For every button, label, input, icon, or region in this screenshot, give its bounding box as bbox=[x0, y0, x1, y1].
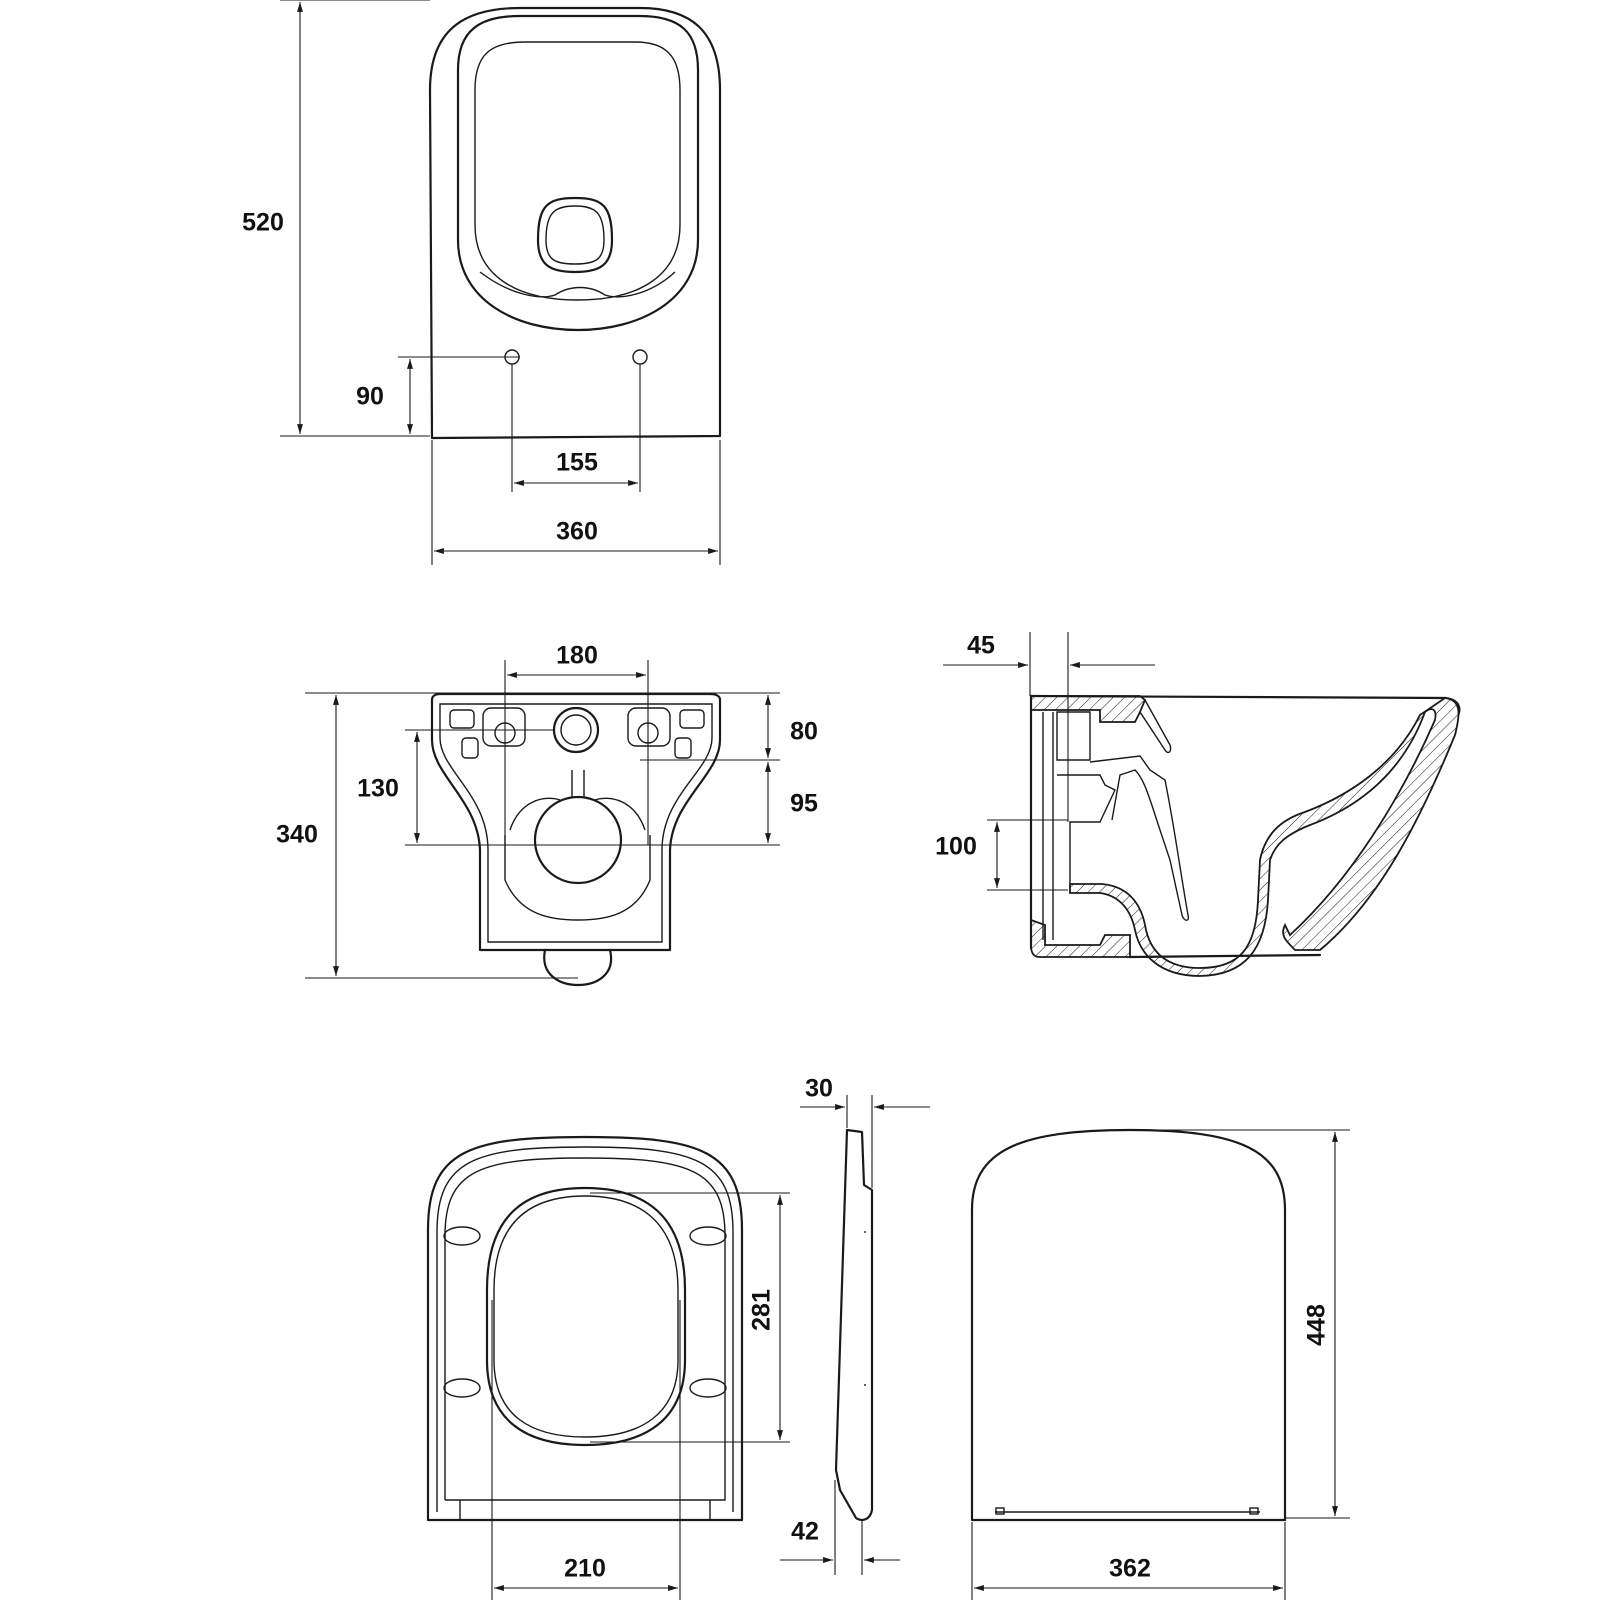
seat-edge-line bbox=[436, 1146, 734, 1512]
lid-outline bbox=[970, 1128, 1287, 1522]
base-line bbox=[1128, 953, 1322, 959]
rear-recess bbox=[449, 709, 475, 729]
bumper-icon bbox=[443, 1226, 481, 1246]
seat-side-view: 30 42 bbox=[780, 1075, 930, 1575]
rim-edge-line bbox=[479, 271, 676, 298]
hinge-lines bbox=[459, 1500, 711, 1520]
seat-opening bbox=[485, 1186, 687, 1447]
inlet-channel bbox=[1057, 774, 1116, 884]
dim-top-width: 360 bbox=[556, 518, 598, 546]
rim-deflector bbox=[1139, 699, 1172, 754]
outlet-circle bbox=[533, 795, 623, 885]
dim-top-hole-height: 90 bbox=[356, 383, 384, 411]
seat-opening-inner bbox=[493, 1195, 679, 1438]
dim-rear-bolt-to-outlet: 95 bbox=[790, 790, 818, 818]
seat-profile bbox=[834, 1128, 874, 1521]
dim-side-wall-offset: 45 bbox=[967, 632, 995, 660]
outlet-spigot bbox=[543, 948, 613, 987]
inlet-block bbox=[1056, 711, 1091, 761]
dim-side-outlet-diameter: 100 bbox=[935, 833, 977, 861]
seat-inner-edge bbox=[444, 1157, 726, 1501]
top-wall-section bbox=[1030, 695, 1147, 723]
seat-top-view: 281 210 bbox=[426, 1135, 790, 1600]
side-section: 45 100 bbox=[935, 632, 1461, 977]
bumper-icon bbox=[689, 1378, 727, 1398]
dim-rear-inlet-to-outlet: 130 bbox=[357, 775, 399, 803]
flush-channel bbox=[1089, 755, 1190, 921]
bowl-inner bbox=[474, 41, 681, 301]
rear-recess bbox=[679, 709, 705, 729]
dim-top-hole-spacing: 155 bbox=[556, 449, 598, 477]
rear-view: 180 80 95 130 340 bbox=[276, 642, 818, 987]
water-inlet-inner bbox=[560, 714, 592, 746]
dim-seat-thickness-top: 30 bbox=[805, 1075, 833, 1103]
bowl-outline bbox=[428, 6, 722, 440]
bumper-icon bbox=[689, 1226, 727, 1246]
seat-outline bbox=[426, 1135, 744, 1522]
lid-hinge bbox=[995, 1507, 1005, 1515]
rear-recess bbox=[461, 737, 479, 759]
rear-recess bbox=[674, 737, 692, 759]
bumper-icon bbox=[443, 1378, 481, 1398]
rim-inner bbox=[456, 14, 700, 332]
bowl-wall-section bbox=[1069, 697, 1460, 977]
mounting-hole-right bbox=[632, 349, 648, 365]
rear-inner-outline bbox=[439, 703, 713, 943]
dim-lid-length: 448 bbox=[1303, 1304, 1331, 1346]
dim-lid-width: 362 bbox=[1109, 1555, 1151, 1583]
bolt-pocket-left bbox=[482, 707, 526, 747]
dim-seat-thickness-bottom: 42 bbox=[791, 1518, 819, 1546]
bolt-pocket-right bbox=[627, 707, 671, 747]
bowl-outlet bbox=[536, 196, 614, 274]
back-wall-inner-lines bbox=[1042, 712, 1054, 940]
lid-view: 448 362 bbox=[970, 1128, 1350, 1600]
dim-rear-bolt-spacing: 180 bbox=[556, 642, 598, 670]
dim-rear-height: 340 bbox=[276, 821, 318, 849]
top-view: 520 90 155 360 bbox=[242, 0, 722, 565]
bowl-outlet-inner bbox=[545, 205, 605, 265]
base-section bbox=[1030, 918, 1131, 958]
lid-hinge bbox=[1249, 1507, 1259, 1515]
rear-outline bbox=[430, 692, 722, 952]
dim-seat-inner-width: 210 bbox=[564, 1555, 606, 1583]
dim-seat-inner-length: 281 bbox=[748, 1289, 776, 1331]
dim-top-length: 520 bbox=[242, 209, 284, 237]
dim-rear-inlet-height: 80 bbox=[790, 718, 818, 746]
rear-cavity-lines bbox=[504, 797, 651, 921]
